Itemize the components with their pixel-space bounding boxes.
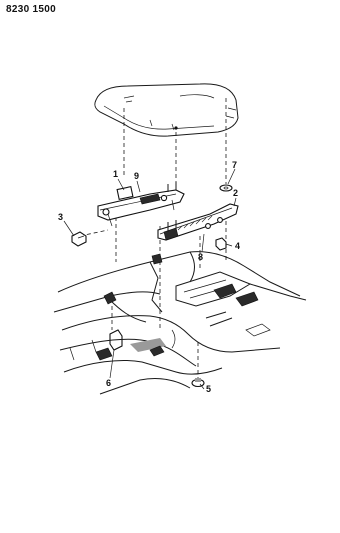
callout-9: 9 bbox=[134, 171, 139, 181]
callout-3: 3 bbox=[58, 212, 63, 222]
floor-pan bbox=[53, 251, 307, 395]
callout-2: 2 bbox=[233, 188, 238, 198]
bolt-4 bbox=[215, 237, 227, 251]
leader-lines bbox=[63, 168, 237, 390]
washer-7 bbox=[219, 184, 233, 192]
seat-cushion bbox=[94, 83, 239, 137]
callout-labels: 1 9 7 2 3 4 8 6 5 bbox=[58, 160, 240, 394]
callout-6: 6 bbox=[106, 378, 111, 388]
bolt-3 bbox=[71, 231, 87, 247]
callout-4: 4 bbox=[235, 241, 240, 251]
left-seat-track bbox=[97, 182, 185, 227]
document-code: 8230 1500 bbox=[6, 4, 56, 15]
callout-1: 1 bbox=[113, 169, 118, 179]
assembly-lines bbox=[79, 98, 227, 378]
callout-5: 5 bbox=[206, 384, 211, 394]
nut-5 bbox=[191, 378, 205, 388]
callout-7: 7 bbox=[232, 160, 237, 170]
right-seat-track bbox=[157, 203, 239, 241]
callout-8: 8 bbox=[198, 252, 203, 262]
